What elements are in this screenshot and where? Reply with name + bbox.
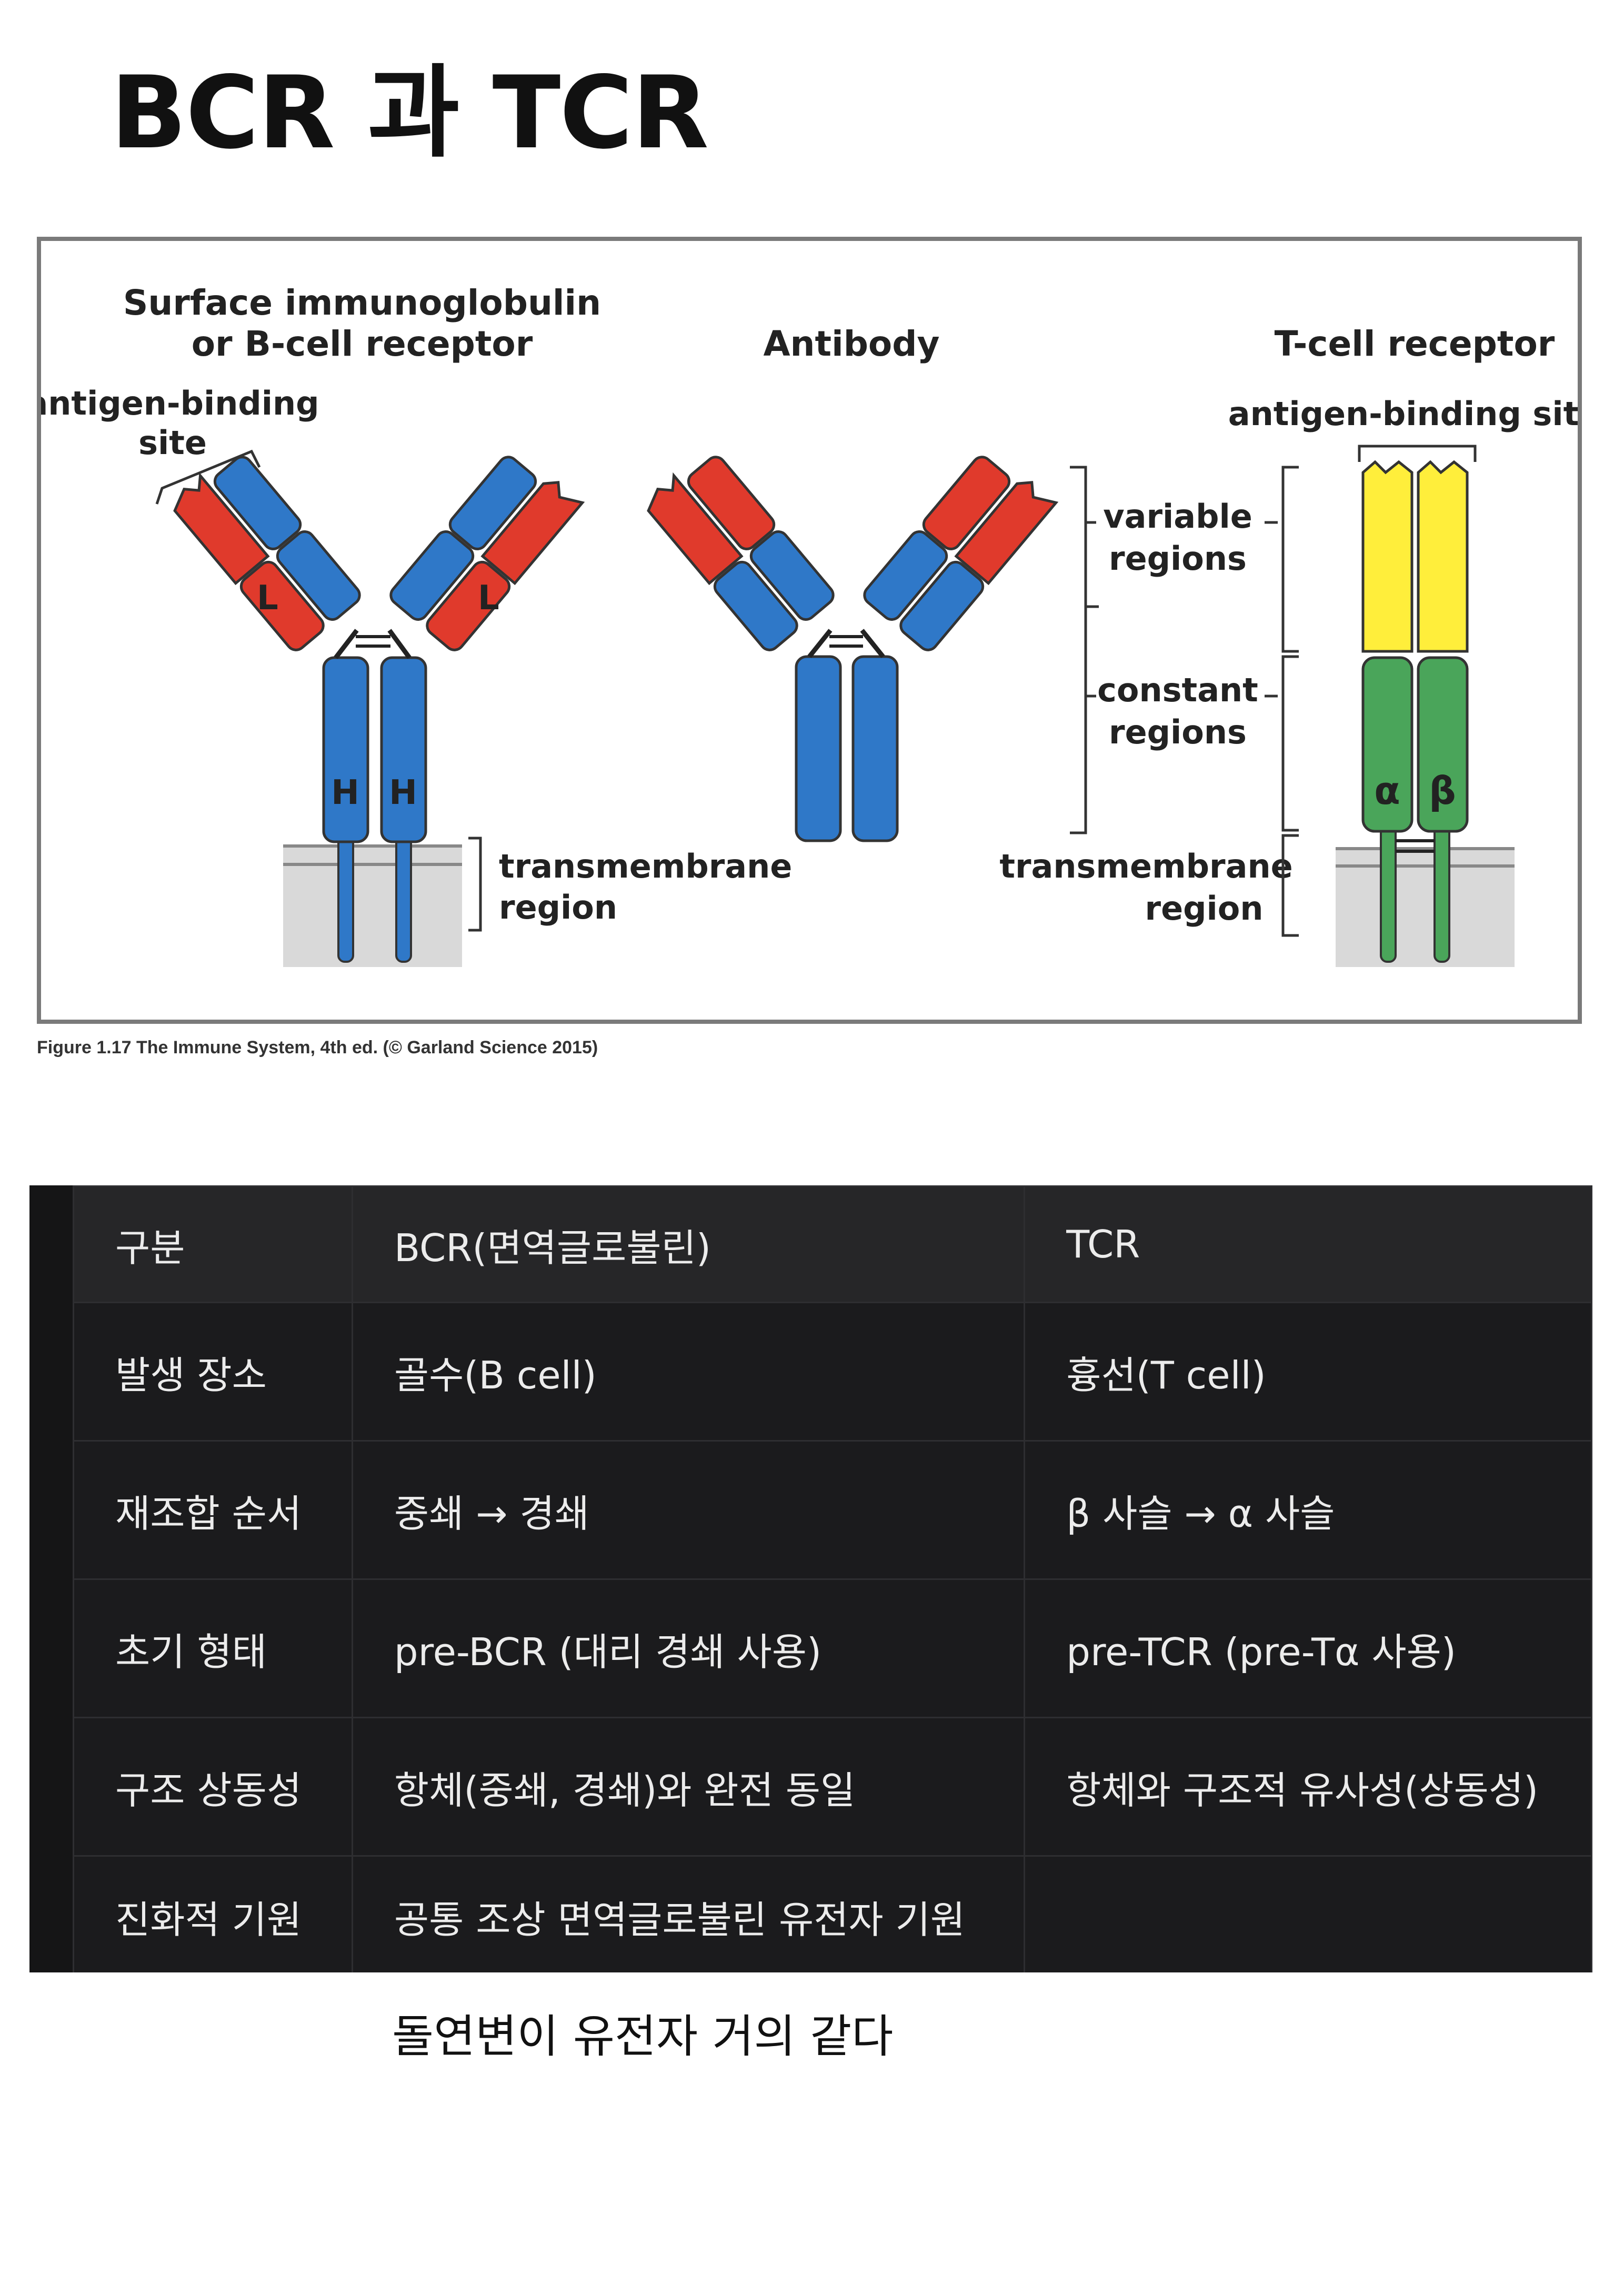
light-chain-label: L <box>478 579 499 618</box>
row-label: 초기 형태 <box>73 1578 353 1718</box>
alpha-label: α <box>1374 769 1400 813</box>
row-label: 구조 상동성 <box>73 1717 353 1857</box>
tcr-site-bracket <box>1358 445 1477 462</box>
beta-label: β <box>1429 769 1456 813</box>
bcr-cell: 중쇄 → 경쇄 <box>351 1440 1026 1580</box>
tcr-cell <box>1024 1855 1592 1972</box>
tm-right-line2: region <box>1145 889 1264 928</box>
receptor-figure: Surface immunoglobulin or B-cell recepto… <box>37 237 1582 1024</box>
comparison-table: 구분 BCR(면역글로불린) TCR 발생 장소 골수(B cell) 흉선(T… <box>73 1185 1592 1972</box>
table-row: 초기 형태 pre-BCR (대리 경쇄 사용) pre-TCR (pre-Tα… <box>73 1578 1592 1718</box>
header-cell-category: 구분 <box>73 1185 353 1303</box>
antibody-molecule <box>647 456 1059 842</box>
tcr-membrane <box>1336 849 1515 967</box>
figure-caption: Figure 1.17 The Immune System, 4th ed. (… <box>37 1038 598 1058</box>
table-row: 진화적 기원 공통 조상 면역글로불린 유전자 기원 <box>73 1855 1592 1972</box>
table-row: 발생 장소 골수(B cell) 흉선(T cell) <box>73 1302 1592 1442</box>
table-row: 재조합 순서 중쇄 → 경쇄 β 사슬 → α 사슬 <box>73 1440 1592 1580</box>
tcr-cell: β 사슬 → α 사슬 <box>1024 1440 1592 1580</box>
handwritten-note: 돌연변이 유전자 거의 같다 <box>392 2010 894 2063</box>
bcr-membrane <box>283 846 462 967</box>
row-label: 발생 장소 <box>73 1302 353 1442</box>
row-label: 진화적 기원 <box>73 1855 353 1972</box>
bcr-title-line2: or B-cell receptor <box>192 324 533 364</box>
tm-left-line2: region <box>499 888 617 927</box>
bcr-site-line2: site <box>138 424 207 462</box>
light-chain-label: L <box>257 579 278 618</box>
tm-right-line1: transmembrane <box>999 847 1292 885</box>
bcr-site-bracket <box>155 449 261 505</box>
table-header-row: 구분 BCR(면역글로불린) TCR <box>73 1185 1592 1303</box>
page-title: BCR 과 TCR <box>111 55 709 171</box>
variable-line1: variable <box>1103 497 1252 536</box>
heavy-chain-label: H <box>331 773 359 812</box>
tcr-title: T-cell receptor <box>1275 324 1555 364</box>
bcr-molecule: H H L L <box>173 456 585 967</box>
constant-line2: regions <box>1109 713 1247 751</box>
comparison-table-panel: 구분 BCR(면역글로불린) TCR 발생 장소 골수(B cell) 흉선(T… <box>29 1185 1592 1972</box>
tcr-cell: pre-TCR (pre-Tα 사용) <box>1024 1578 1592 1718</box>
row-label: 재조합 순서 <box>73 1440 353 1580</box>
header-cell-tcr: TCR <box>1024 1185 1592 1303</box>
bcr-title-line1: Surface immunoglobulin <box>123 283 601 323</box>
tcr-cell: 항체와 구조적 유사성(상동성) <box>1024 1717 1592 1857</box>
table-gutter <box>29 1185 73 1972</box>
bcr-cell: pre-BCR (대리 경쇄 사용) <box>351 1578 1026 1718</box>
bcr-site-line1: antigen-binding <box>41 384 319 422</box>
antibody-title: Antibody <box>763 324 939 364</box>
header-cell-bcr: BCR(면역글로불린) <box>351 1185 1026 1303</box>
tcr-molecule: α β <box>1336 460 1515 967</box>
tm-left-line1: transmembrane <box>499 847 792 885</box>
bcr-cell: 항체(중쇄, 경쇄)와 완전 동일 <box>351 1717 1026 1857</box>
receptor-diagram: Surface immunoglobulin or B-cell recepto… <box>41 283 1578 967</box>
constant-line1: constant <box>1097 671 1258 709</box>
tcr-site-label: antigen-binding site <box>1228 395 1578 433</box>
bcr-cell: 골수(B cell) <box>351 1302 1026 1442</box>
variable-line2: regions <box>1109 539 1247 578</box>
bcr-cell: 공통 조상 면역글로불린 유전자 기원 <box>351 1855 1026 1972</box>
table-row: 구조 상동성 항체(중쇄, 경쇄)와 완전 동일 항체와 구조적 유사성(상동성… <box>73 1717 1592 1857</box>
heavy-chain-label: H <box>389 773 417 812</box>
tcr-cell: 흉선(T cell) <box>1024 1302 1592 1442</box>
